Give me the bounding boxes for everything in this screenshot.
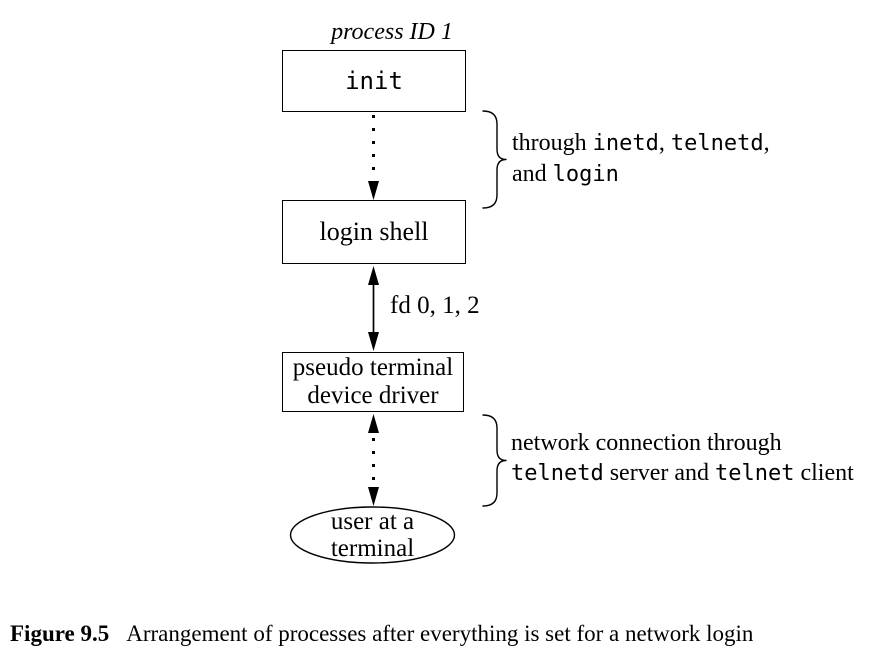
arrowhead-up-into-pty-icon — [368, 414, 379, 433]
figure-caption: Figure 9.5 Arrangement of processes after… — [10, 621, 753, 647]
top-annotation-text: , — [763, 130, 770, 156]
arrowhead-up-into-login-icon — [368, 266, 379, 285]
top-annotation-text: and — [512, 161, 553, 187]
top-annotation-text: through — [512, 130, 593, 156]
arrowhead-down-into-login-icon — [368, 181, 379, 200]
user-terminal-label-line2: terminal — [330, 535, 415, 562]
pty-driver-label-line2: device driver — [307, 382, 439, 409]
bottom-annotation-line1: network connection through — [511, 428, 854, 458]
login-shell-label: login shell — [319, 217, 429, 246]
user-terminal-label: user at a terminal — [282, 508, 463, 562]
figure-caption-text: Arrangement of processes after everythin… — [126, 621, 754, 646]
top-annotation-line2: and login — [512, 159, 770, 190]
init-box-label: init — [345, 67, 403, 95]
top-annotation: through inetd, telnetd, and login — [512, 128, 770, 190]
telnetd-command: telnetd — [670, 131, 764, 156]
init-box: init — [282, 50, 466, 112]
figure-number: Figure 9.5 — [10, 621, 110, 646]
telnet-client-command: telnet — [715, 461, 795, 486]
login-command: login — [552, 162, 619, 187]
bottom-annotation-line2: telnetd server and telnet client — [511, 458, 854, 489]
bottom-brace-icon — [482, 414, 507, 507]
top-annotation-text: , — [658, 130, 671, 156]
bottom-annotation-text: network connection through — [511, 430, 782, 456]
pty-driver-label-line1: pseudo terminal — [292, 354, 454, 381]
arrowhead-down-into-ellipse-icon — [368, 487, 379, 506]
arrowhead-down-into-pty-icon — [368, 332, 379, 351]
pty-driver-box: pseudo terminal device driver — [282, 352, 464, 412]
login-shell-box: login shell — [282, 200, 466, 264]
bottom-annotation-text: server and — [603, 460, 715, 486]
telnetd-server-command: telnetd — [511, 461, 604, 486]
bottom-annotation-text: client — [794, 460, 854, 486]
bottom-annotation: network connection through telnetd serve… — [511, 428, 854, 489]
user-terminal-label-line1: user at a — [330, 508, 415, 535]
user-terminal-ellipse — [289, 506, 456, 564]
top-brace-icon — [482, 110, 507, 209]
fd-label: fd 0, 1, 2 — [390, 292, 480, 319]
top-annotation-line1: through inetd, telnetd, — [512, 128, 770, 159]
process-id-label: process ID 1 — [331, 19, 453, 45]
inetd-command: inetd — [592, 131, 659, 156]
